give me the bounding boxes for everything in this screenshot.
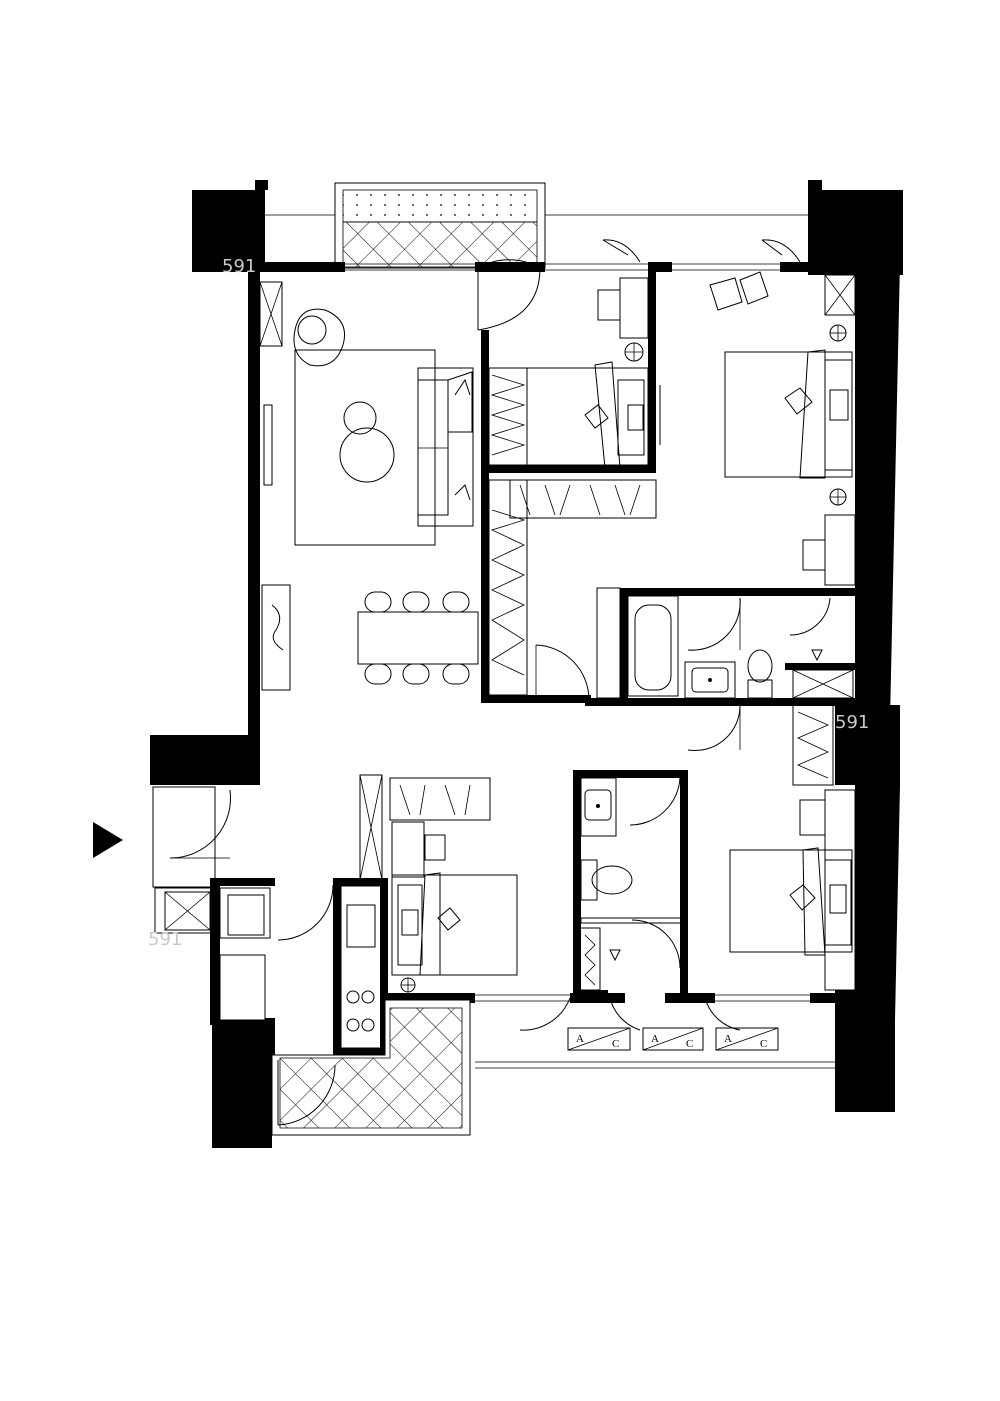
ac-label-c: C — [686, 1038, 693, 1050]
doors — [169, 239, 831, 1126]
main-bathroom — [596, 587, 854, 699]
ac-label-a: A — [651, 1033, 659, 1045]
second-bathroom — [579, 777, 682, 991]
watermark: 591 — [835, 712, 869, 733]
ac-unit: A C — [642, 1027, 704, 1051]
ac-units: A C A C A C — [567, 1027, 779, 1051]
ac-label-c: C — [612, 1038, 619, 1050]
watermark: 591 — [148, 929, 182, 950]
ac-label-c: C — [760, 1038, 767, 1050]
bedroom-bottom-left — [391, 821, 518, 993]
windows — [345, 263, 835, 1069]
exterior-walls — [210, 262, 900, 1058]
living-room — [259, 281, 474, 691]
watermark: 591 — [222, 256, 256, 277]
bedroom-top-middle — [526, 277, 661, 469]
ac-unit: A C — [567, 1027, 631, 1051]
master-bedroom — [709, 271, 856, 586]
top-balcony — [265, 182, 808, 269]
dining-area — [357, 591, 479, 685]
interior-walls — [333, 262, 855, 1056]
kitchen — [219, 885, 382, 1049]
ac-label-a: A — [724, 1033, 732, 1045]
watermarks: 591 591 591 — [148, 256, 869, 950]
wardrobes — [359, 367, 834, 881]
entrance-arrow-icon — [93, 822, 123, 858]
ac-unit: A C — [715, 1027, 779, 1051]
entrance — [152, 786, 216, 934]
bedroom-bottom-right — [729, 789, 856, 991]
structural-columns — [150, 180, 903, 1148]
ac-label-a: A — [576, 1033, 584, 1045]
